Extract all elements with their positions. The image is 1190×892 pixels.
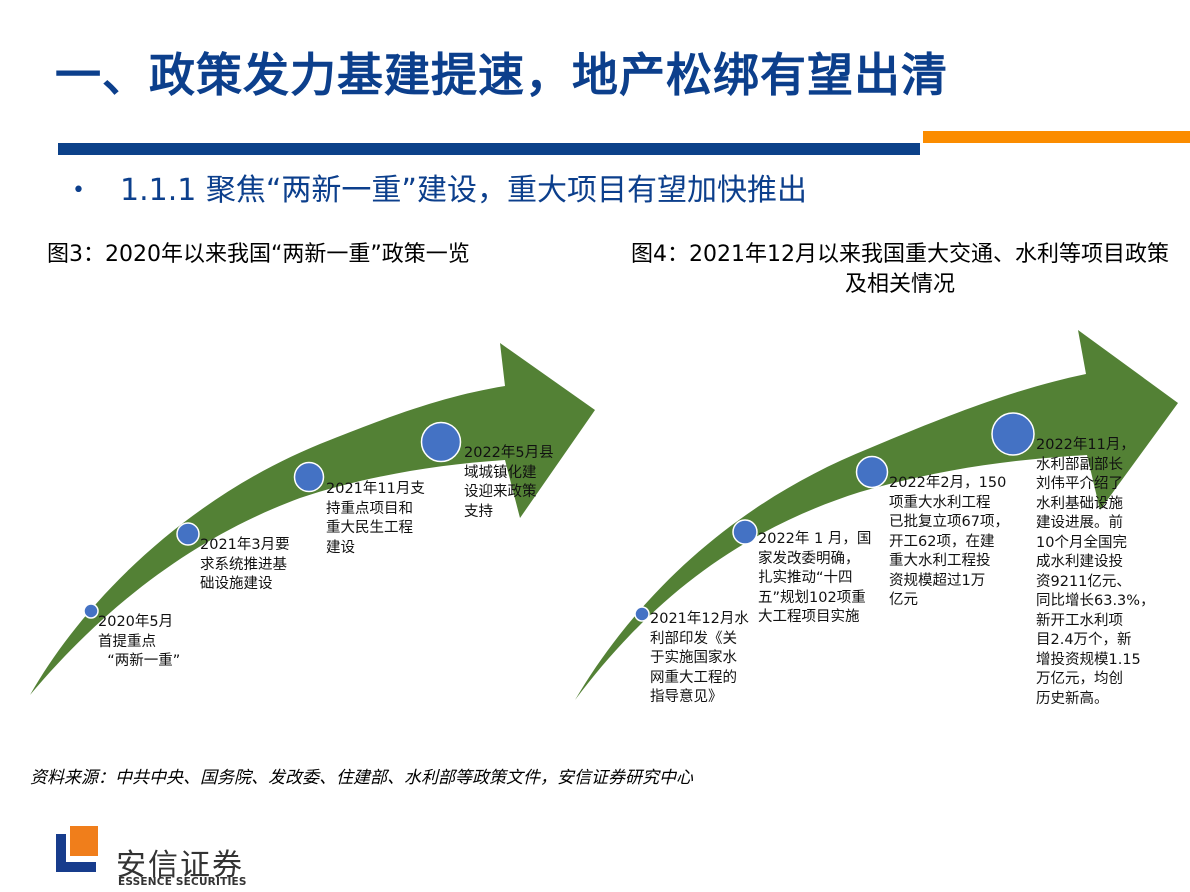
figure3-event-2: 2021年3月要 求系统推进基 础设施建设 xyxy=(200,537,290,592)
figure4-title: 图4：2021年12月以来我国重大交通、水利等项目政策及相关情况 xyxy=(631,242,1169,297)
figure3-milestone-dot-2 xyxy=(176,522,200,546)
company-logo: 安信证券 ESSENCE SECURITIES xyxy=(50,822,280,892)
figure4-milestone-dot-4 xyxy=(991,412,1035,456)
title-underline-orange xyxy=(923,131,1190,143)
figure4-event-4: 2022年11月， 水利部副部长 刘伟平介绍了 水利基础设施 建设进展。前 10… xyxy=(1036,437,1155,707)
title-underline-blue xyxy=(58,143,920,155)
figure3-event-4: 2022年5月县 域城镇化建 设迎来政策 支持 xyxy=(464,445,554,520)
figure4-milestone-dot-3 xyxy=(855,455,889,489)
logo-mark-blue-icon xyxy=(56,834,96,872)
figure4-event-3: 2022年2月，150 项重大水利工程 已批复立项67项， 开工62项，在建 重… xyxy=(889,475,1009,608)
page-title: 一、政策发力基建提速，地产松绑有望出清 xyxy=(55,48,948,102)
subtitle-text: 1.1.1 聚焦“两新一重”建设，重大项目有望加快推出 xyxy=(120,173,807,208)
figure3-event-3: 2021年11月支 持重点项目和 重大民生工程 建设 xyxy=(326,481,425,556)
logo-text-en: ESSENCE SECURITIES xyxy=(118,876,247,888)
section-subtitle: • 1.1.1 聚焦“两新一重”建设，重大项目有望加快推出 xyxy=(72,173,807,209)
figure4-event-2: 2022年 1 月，国 家发改委明确， 扎实推动“十四 五”规划102项重 大工… xyxy=(758,531,872,625)
logo-text-cn: 安信证券 xyxy=(116,848,244,883)
figure3-milestone-dot-1 xyxy=(83,603,99,619)
figure3-milestone-dot-3 xyxy=(293,461,325,493)
source-note: 资料来源：中共中央、国务院、发改委、住建部、水利部等政策文件，安信证券研究中心 xyxy=(30,768,693,788)
figure3-event-1: 2020年5月 首提重点 “两新一重” xyxy=(98,614,181,669)
figure4-event-1: 2021年12月水 利部印发《关 于实施国家水 网重大工程的 指导意见》 xyxy=(650,611,749,705)
figure4-milestone-dot-2 xyxy=(732,519,758,545)
figure3-title: 图3：2020年以来我国“两新一重”政策一览 xyxy=(47,242,470,267)
figure4-milestone-dot-1 xyxy=(634,606,650,622)
bullet-icon: • xyxy=(72,178,85,204)
logo-mark-orange-icon xyxy=(70,826,98,856)
figure3-milestone-dot-4 xyxy=(420,421,462,463)
